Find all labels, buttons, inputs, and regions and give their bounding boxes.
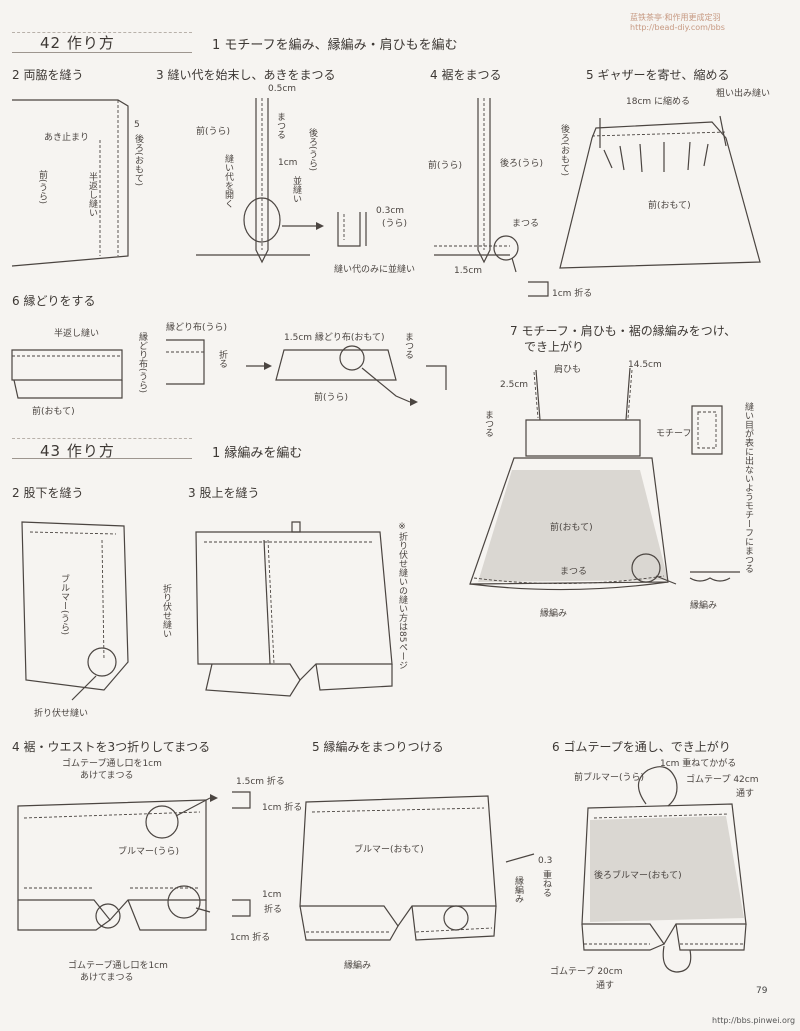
s4-cm15: 1.5cm [454, 266, 483, 276]
s2-num5: 5 [134, 120, 140, 130]
s7-edging2: 縁編み [690, 601, 718, 611]
s5-back: 後ろ(おもて) [559, 124, 569, 177]
s43-6-elastic20: ゴムテープ 20cm [550, 967, 623, 977]
s5-shrink: 18cm に縮める [626, 97, 691, 107]
s3-seam-open: 縫い代を開く [223, 154, 233, 208]
s6-front-ura: 前(うら) [314, 393, 349, 403]
s2-front: 前(うら) [37, 170, 47, 205]
s43-3-note: ※折り伏せ縫いの縫い方は85ページ [397, 522, 407, 670]
s43-3-fold: 折り伏せ縫い [161, 584, 171, 638]
sec42-step7-title1: 7 モチーフ・肩ひも・裾の縁編みをつけ、 [510, 324, 737, 338]
sec43-step4-title: 4 裾・ウエストを3つ折りしてまつる [12, 740, 211, 754]
header-rule [12, 32, 192, 33]
s4-back: 後ろ(うら) [500, 159, 544, 169]
s43-2-bloomer: ブルマー(うら) [59, 574, 69, 636]
s43-6-back: 後ろブルマー(おもて) [594, 871, 682, 881]
footer-url[interactable]: http://bbs.pinwei.org [712, 1016, 796, 1025]
s43-5-overlap: 重ねる [541, 870, 551, 897]
sec43-step3-title: 3 股上を縫う [188, 486, 260, 500]
s43-4-bloomer: ブルマー(うら) [118, 847, 180, 857]
s3-matsuru: まつる [275, 112, 285, 139]
s3-ura: (うら) [382, 219, 408, 229]
s5-rough: 粗い出み縫い [716, 89, 771, 99]
s2-back: 後ろ(おもて) [133, 134, 143, 187]
s7-strap: 肩ひも [554, 365, 582, 375]
s7-matsuru: まつる [483, 410, 493, 437]
page-number: 79 [756, 986, 768, 996]
s43-4-elastic-top2: あけてまつる [80, 771, 134, 781]
header-rule [12, 52, 192, 53]
s7-matsuru2: まつる [560, 567, 588, 577]
s3-cm05: 0.5cm [268, 84, 297, 94]
s3-namigushi: 並縫い [291, 176, 301, 203]
s2-akidomari: あき止まり [44, 133, 90, 143]
s43-6-pass2: 通す [596, 981, 615, 991]
s43-4-elastic-bot2: あけてまつる [80, 973, 134, 983]
s6-bias-ura2: 縁どり布(うら) [166, 323, 228, 333]
s43-5-edging: 縁編み [344, 961, 372, 971]
s43-4-cm1: 1cm [262, 890, 282, 900]
s43-6-overlap: 1cm 重ねてかがる [660, 759, 737, 769]
watermark-logo: 蓝铁茶亭·和作用更成定羽 http://bead-diy.com/bbs [630, 12, 725, 32]
s43-4-fold: 折る [264, 905, 283, 915]
sec42-step7-title2: でき上がり [524, 340, 585, 354]
s43-5-edging-v: 縁編み [513, 876, 523, 903]
s6-bias-omote: 1.5cm 縁どり布(おもて) [284, 333, 385, 343]
logo-line2: http://bead-diy.com/bbs [630, 23, 725, 32]
s7-cm145: 14.5cm [628, 360, 662, 370]
s6-halfback: 半返し縫い [54, 329, 100, 339]
s3-back: 後ろ(うら) [307, 128, 317, 172]
s4-front: 前(うら) [428, 161, 463, 171]
sec42-step4-title: 4 裾をまつる [430, 68, 502, 82]
s4-matsuru: まつる [512, 219, 540, 229]
s3-front: 前(うら) [196, 127, 231, 137]
s5-front: 前(おもて) [648, 201, 691, 211]
sec43-step6-title: 6 ゴムテープを通し、でき上がり [552, 740, 731, 754]
s6-bias-ura: 縁どり布(うら) [137, 332, 147, 394]
s6-fold: 折る [217, 350, 227, 368]
sec42-step6-title: 6 縁どりをする [12, 294, 96, 308]
s3-seam-only: 縫い代のみに並縫い [334, 265, 416, 275]
s43-4-cm15fold: 1.5cm 折る [236, 777, 285, 787]
s43-5-cm03: 0.3 [538, 856, 553, 866]
sec42-step2-title: 2 両脇を縫う [12, 68, 84, 82]
header-rule [12, 438, 192, 439]
s43-4-cm1fold: 1cm 折る [262, 803, 303, 813]
sec43-step5-title: 5 縁編みをまつりつける [312, 740, 444, 754]
section-title-42: 42 作り方 [40, 34, 115, 52]
s43-6-elastic42: ゴムテープ 42cm [686, 775, 759, 785]
s43-4-elastic-top1: ゴムテープ通し口を1cm [62, 759, 162, 769]
s43-6-front: 前ブルマー(うら) [574, 773, 645, 783]
s43-6-pass: 通す [736, 789, 755, 799]
s3-cm03: 0.3cm [376, 206, 405, 216]
s7-cm25: 2.5cm [500, 380, 529, 390]
s2-halfback: 半返し縫い [87, 172, 97, 217]
s6-matsuru: まつる [403, 332, 413, 359]
s7-edging: 縁編み [540, 609, 568, 619]
logo-line1: 蓝铁茶亭·和作用更成定羽 [630, 13, 721, 22]
s43-4-elastic-bot1: ゴムテープ通し口を1cm [68, 961, 168, 971]
sec42-step5-title: 5 ギャザーを寄せ、縮める [586, 68, 730, 82]
s4-cm1fold: 1cm 折る [552, 289, 593, 299]
s43-4-cm1fold2: 1cm 折る [230, 933, 271, 943]
s43-5-bloomer: ブルマー(おもて) [354, 845, 424, 855]
section-title-43: 43 作り方 [40, 442, 115, 460]
sec43-step1: 1 縁編みを編む [212, 446, 303, 461]
s43-2-fold: 折り伏せ縫い [34, 709, 89, 719]
s7-note: 縫い目が表に出ないようモチーフにまつる [743, 402, 753, 573]
header-rule [12, 458, 192, 459]
s7-motif: モチーフ [656, 429, 692, 439]
s6-front-omote: 前(おもて) [32, 407, 75, 417]
sec42-step3-title: 3 縫い代を始末し、あきをまつる [156, 68, 336, 82]
sec43-step2-title: 2 股下を縫う [12, 486, 84, 500]
s7-front: 前(おもて) [550, 523, 593, 533]
s3-cm1: 1cm [278, 158, 298, 168]
sec42-step1: 1 モチーフを編み、縁編み・肩ひもを編む [212, 38, 458, 53]
